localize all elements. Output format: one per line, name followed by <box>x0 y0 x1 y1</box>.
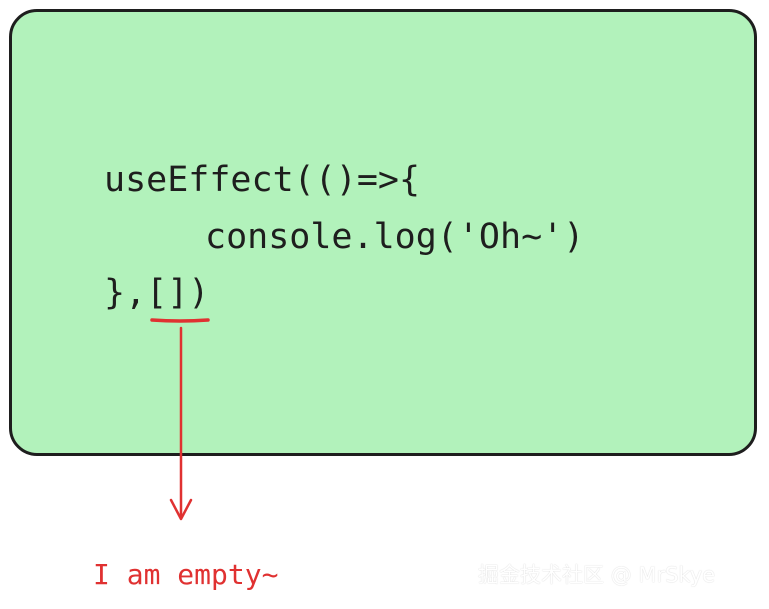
watermark: 掘金技术社区 @ MrSkye <box>478 563 716 587</box>
arrow-head-icon <box>169 498 193 521</box>
code-card <box>9 9 757 456</box>
underline-mark <box>150 318 210 323</box>
code-line-1: useEffect(()=>{ <box>104 160 421 200</box>
code-line-2: console.log('Oh~') <box>205 217 585 257</box>
code-line-3: },[]) <box>104 273 210 313</box>
annotation-label: I am empty~ <box>93 558 279 591</box>
